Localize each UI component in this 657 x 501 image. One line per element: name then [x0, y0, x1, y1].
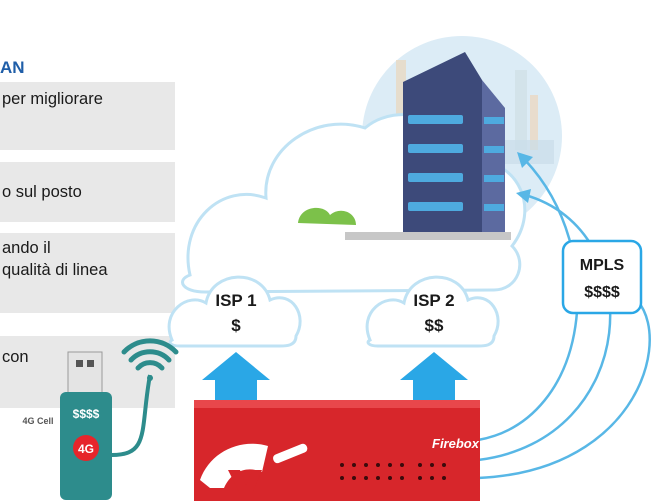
mpls-cost: $$$$: [584, 284, 620, 301]
firebox-appliance: Firebox: [194, 400, 480, 501]
isp2-name: ISP 2: [413, 291, 454, 310]
text-box-3-line-1: ando il: [2, 239, 51, 257]
text-box-3: ando il qualità di linea: [0, 233, 175, 313]
text-box-4-line: con: [2, 348, 29, 366]
firebox-brand: Firebox: [432, 436, 480, 451]
wifi-signal-icon: [121, 338, 179, 381]
usb-cable: [111, 374, 152, 457]
isp1-name: ISP 1: [215, 291, 256, 310]
isp2-cost: $$: [425, 316, 444, 335]
text-box-3-line-2: qualità di linea: [2, 261, 108, 279]
text-box-2: o sul posto: [0, 162, 175, 222]
isp1-cloud: ISP 1 $: [167, 275, 302, 348]
text-box-2-line: o sul posto: [2, 183, 82, 201]
firebox-ports: [340, 463, 446, 480]
isp1-cost: $: [231, 316, 241, 335]
mpls-box: MPLS $$$$: [561, 239, 643, 315]
section-heading: AN: [0, 58, 25, 77]
usb-badge: 4G: [78, 442, 94, 456]
text-box-1: per migliorare: [0, 82, 175, 150]
isp2-cloud: ISP 2 $$: [365, 275, 500, 348]
usb-4g-modem: $$$$ 4G: [60, 338, 179, 500]
usb-cost: $$$$: [73, 407, 100, 421]
text-box-1-line: per migliorare: [2, 90, 103, 108]
office-building: [298, 52, 511, 240]
isp2-uplink-arrow: [400, 352, 468, 400]
mpls-name: MPLS: [580, 257, 625, 274]
isp1-uplink-arrow: [202, 352, 270, 400]
mpls-arrowhead-1: [517, 152, 533, 168]
usb-label: 4G Cell: [22, 416, 53, 426]
mpls-arrowhead-2: [516, 189, 531, 203]
